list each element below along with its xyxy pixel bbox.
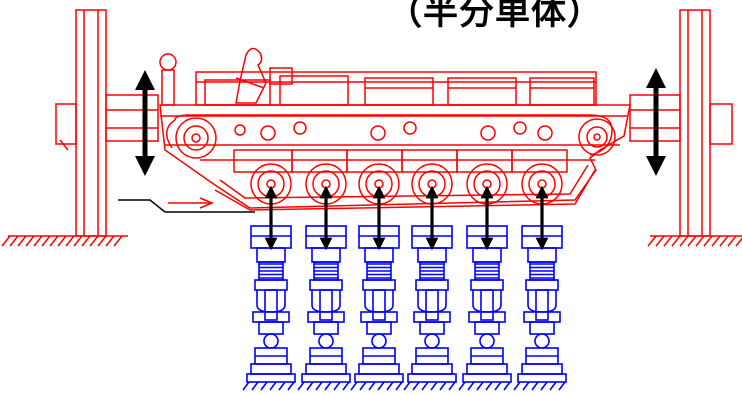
jack-6 bbox=[513, 225, 567, 391]
right-lift-post bbox=[629, 9, 742, 247]
jack-3 bbox=[350, 225, 404, 391]
left-lift-post bbox=[1, 9, 159, 247]
right-ground-hatch bbox=[647, 235, 742, 247]
reference-line bbox=[118, 199, 255, 213]
diagram-title: （半分単体） bbox=[386, 0, 603, 33]
left-ground-hatch bbox=[1, 235, 123, 247]
jack-1 bbox=[242, 225, 296, 391]
jack-5 bbox=[458, 225, 512, 391]
jack-4 bbox=[403, 225, 457, 391]
hydraulic-jacks bbox=[242, 185, 567, 391]
tracked-vehicle bbox=[159, 47, 631, 211]
jack-2 bbox=[297, 225, 351, 391]
